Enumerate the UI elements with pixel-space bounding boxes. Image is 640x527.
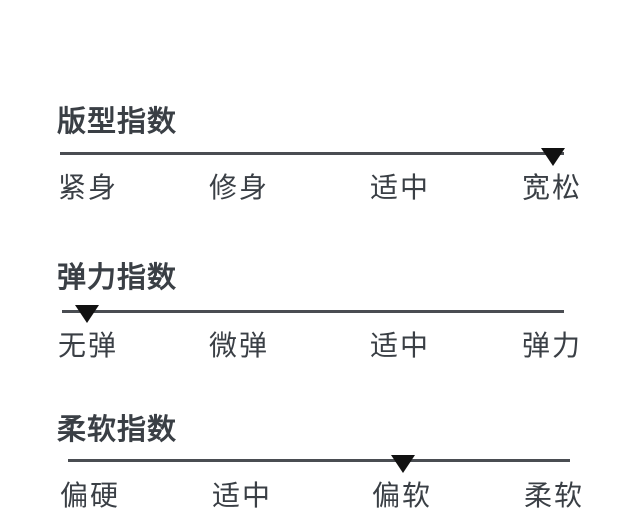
elasticity-index-section: 弹力指数 无弹 微弹 适中 弹力 <box>0 0 640 362</box>
scale-label: 弹力 <box>522 329 583 362</box>
scale-track <box>68 459 570 462</box>
scale-label-selected: 无弹 <box>58 329 119 362</box>
scale-label-selected: 偏软 <box>372 479 433 512</box>
scale-track <box>62 310 564 313</box>
scale-label: 适中 <box>370 329 431 362</box>
section-title: 弹力指数 <box>57 260 178 294</box>
scale-label-selected: 宽松 <box>522 171 583 204</box>
section-title: 版型指数 <box>57 104 178 138</box>
softness-index-section: 柔软指数 偏硬 适中 偏软 柔软 <box>0 0 640 512</box>
scale-marker-triangle-icon <box>75 305 99 323</box>
fit-index-section: 版型指数 紧身 修身 适中 宽松 <box>0 0 640 204</box>
scale-track <box>60 152 564 155</box>
scale-label: 柔软 <box>524 479 585 512</box>
scale-label: 紧身 <box>58 171 119 204</box>
scale-marker-triangle-icon <box>541 148 565 166</box>
scale-label: 微弹 <box>209 329 270 362</box>
scale-marker-triangle-icon <box>391 455 415 473</box>
scale-label: 适中 <box>370 171 431 204</box>
section-title: 柔软指数 <box>57 412 178 446</box>
scale-label: 修身 <box>209 171 270 204</box>
scale-label: 偏硬 <box>60 479 121 512</box>
scale-label: 适中 <box>212 479 273 512</box>
